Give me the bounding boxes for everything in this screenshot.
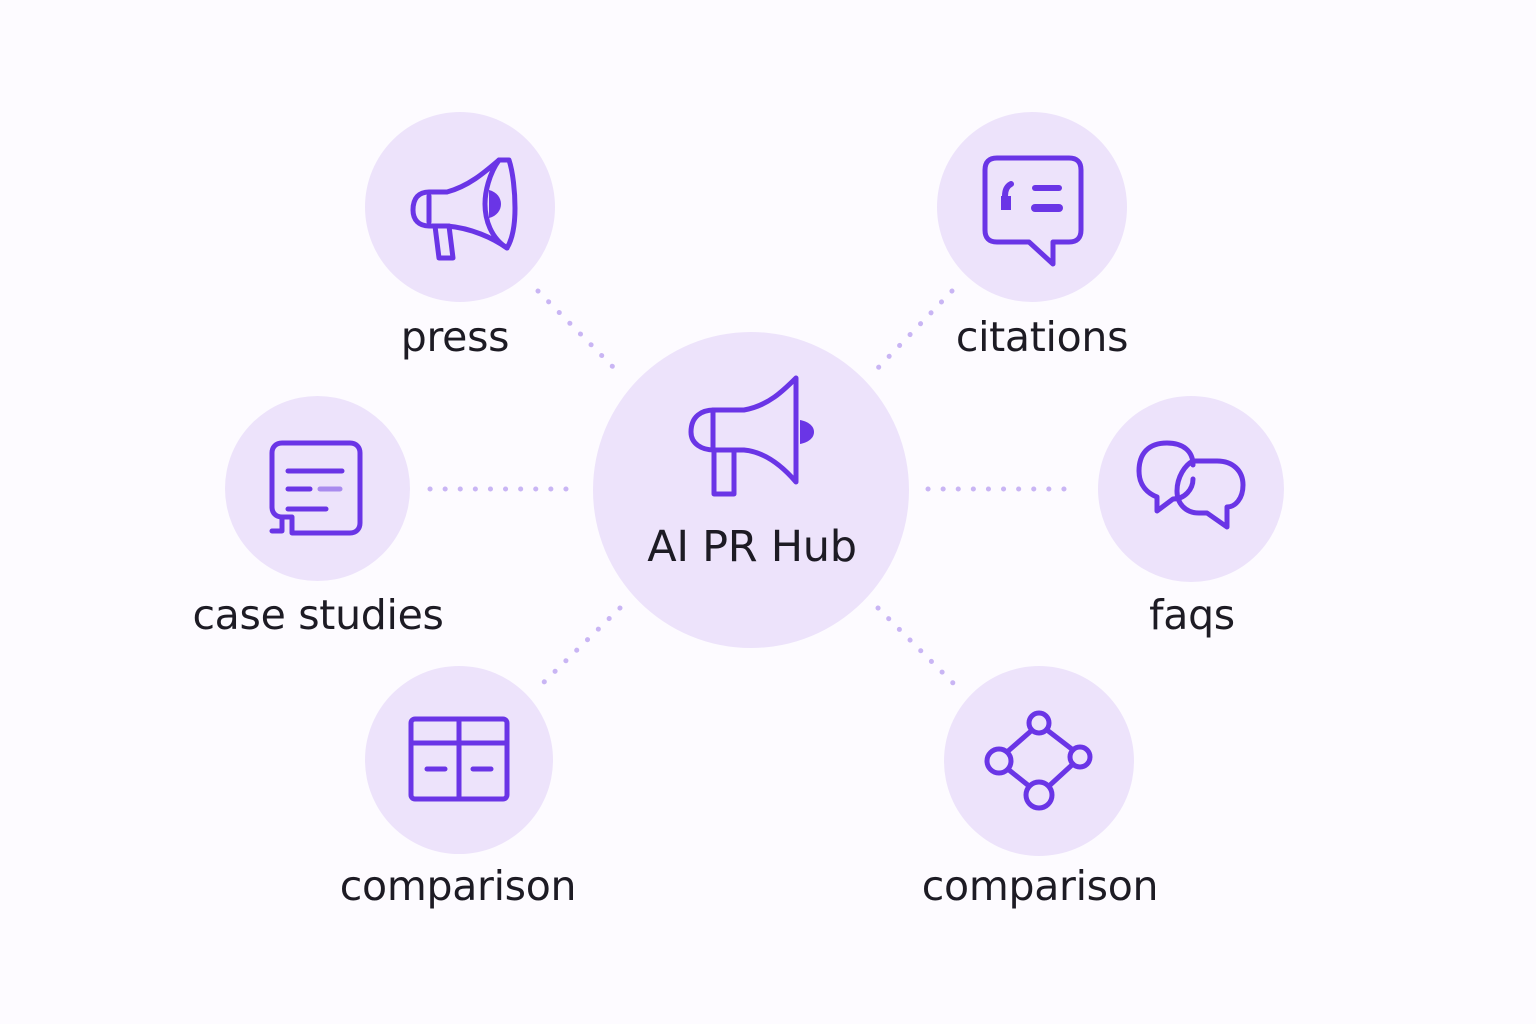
node-press[interactable]: [365, 112, 555, 302]
node-case-studies[interactable]: [225, 396, 410, 581]
hub-node[interactable]: [593, 332, 909, 648]
node-comparison-right-label: comparison: [921, 862, 1159, 910]
connector-comparison-right: [875, 605, 959, 689]
node-comparison-right[interactable]: [944, 666, 1134, 856]
megaphone-icon: [688, 375, 814, 497]
document-icon: [269, 440, 362, 535]
connector-citations: [873, 288, 955, 373]
chat-bubbles-icon: [1136, 440, 1246, 530]
node-citations-label: citations: [955, 313, 1129, 361]
table-icon: [408, 716, 510, 802]
quote-bubble-icon: [982, 155, 1084, 267]
node-faqs-label: faqs: [1149, 591, 1235, 639]
connector-comparison-left: [537, 605, 623, 689]
node-comparison-left-label: comparison: [339, 862, 577, 910]
node-press-label: press: [400, 313, 510, 361]
node-citations[interactable]: [937, 112, 1127, 302]
connector-press: [535, 288, 619, 373]
megaphone-icon: [410, 157, 518, 261]
node-case-studies-label: case studies: [192, 591, 444, 639]
node-graph-icon: [984, 710, 1093, 811]
node-comparison-left[interactable]: [365, 666, 553, 854]
hub-title: AI PR Hub: [647, 522, 857, 572]
node-faqs[interactable]: [1098, 396, 1284, 582]
